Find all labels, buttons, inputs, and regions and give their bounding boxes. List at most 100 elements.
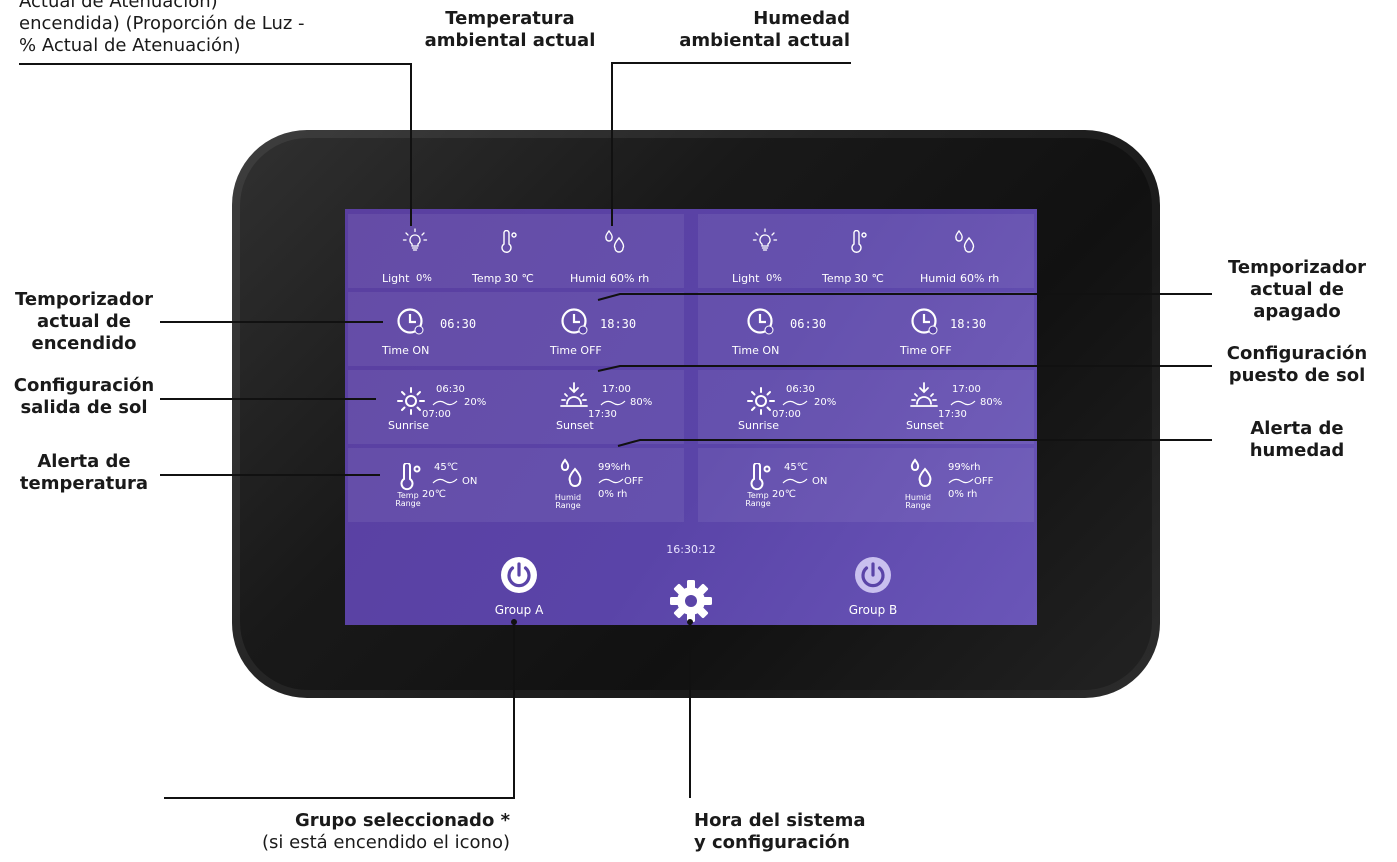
power-icon[interactable] xyxy=(499,555,539,595)
temp-title: Temperatura ambiental actual xyxy=(410,8,610,52)
sunset-label-text: Sunset xyxy=(556,419,594,432)
sunset-icon[interactable] xyxy=(908,381,940,413)
timer-on-line1: Temporizador xyxy=(15,289,153,310)
timer-row[interactable] xyxy=(348,292,684,366)
sunset-end: 17:30 xyxy=(588,409,617,420)
humid-state: OFF xyxy=(974,476,994,487)
sunset-line1: Configuración xyxy=(1226,343,1368,364)
time-on-label: Time ON xyxy=(732,344,780,357)
group-selected-line1: Grupo seleccionado * xyxy=(294,810,510,831)
temp-value: 30 ℃ xyxy=(854,272,884,285)
timer-off-line2: actual de xyxy=(1250,279,1344,300)
humid-label: Humid xyxy=(570,272,606,285)
tilde-icon xyxy=(598,478,624,484)
humid-title-line2: ambiental actual xyxy=(679,30,850,51)
humid-low: 0% rh xyxy=(598,489,628,500)
humid-range-caption: Humid Range xyxy=(552,494,584,510)
humid-alert-line2: humedad xyxy=(1249,440,1345,461)
clock-off-icon[interactable] xyxy=(560,307,590,337)
group-selected-label: Grupo seleccionado * (si está encendido … xyxy=(180,810,510,854)
sunrise-label-text: Sunrise xyxy=(388,419,430,432)
time-off-label: Time OFF xyxy=(900,344,952,357)
tilde-icon xyxy=(782,478,808,484)
timer-row[interactable] xyxy=(698,292,1034,366)
clock-on-icon[interactable] xyxy=(746,307,776,337)
top-left-note-line1: (Color del icono: Estado de luz encendid… xyxy=(19,0,218,12)
alert-row[interactable] xyxy=(698,448,1034,522)
temp-label: Temp xyxy=(822,272,852,285)
sunrise-start: 06:30 xyxy=(436,384,465,395)
temp-value: 30 ℃ xyxy=(504,272,534,285)
bulb-icon xyxy=(402,228,428,251)
leader-line-sunset xyxy=(597,365,1212,372)
time-on-value: 06:30 xyxy=(440,317,477,331)
sunset-label: Configuración puesto de sol xyxy=(1212,343,1382,387)
tilde-icon xyxy=(600,400,626,406)
temp-label: Temp xyxy=(472,272,502,285)
sunrise-pct: 20% xyxy=(814,397,837,408)
top-left-note-line2: encendida) (Proporción de Luz - xyxy=(19,13,305,34)
tilde-icon xyxy=(432,478,458,484)
system-time-line1: Hora del sistema xyxy=(694,810,866,831)
alert-row[interactable] xyxy=(348,448,684,522)
leader-line-light xyxy=(19,63,412,226)
touch-screen: Light 0% Temp 30 ℃ Humid 60% rh 06:30 Ti… xyxy=(345,209,1037,625)
thermometer-icon xyxy=(501,230,517,253)
status-row xyxy=(698,214,1034,288)
humid-title: Humedad ambiental actual xyxy=(640,8,850,52)
group-b-button[interactable]: Group B xyxy=(823,555,923,619)
thermometer-icon xyxy=(851,230,867,253)
top-left-note-line3: % Actual de Atenuación) xyxy=(19,35,241,56)
thermometer-range-icon[interactable] xyxy=(746,463,774,491)
humid-range-caption-1: Humid xyxy=(554,493,582,502)
sunrise-line2: salida de sol xyxy=(20,397,148,418)
thermometer-range-icon[interactable] xyxy=(396,463,424,491)
humid-alert-label: Alerta de humedad xyxy=(1212,418,1382,462)
temp-alert-line2: temperatura xyxy=(19,473,149,494)
humid-range-caption-1: Humid xyxy=(904,493,932,502)
settings-gear-icon[interactable] xyxy=(667,577,715,625)
temp-range-caption-1: Temp xyxy=(397,491,419,500)
leader-line-timer-off xyxy=(597,293,1212,301)
timer-on-line3: encendido xyxy=(31,333,137,354)
clock-on-icon[interactable] xyxy=(396,307,426,337)
clock-off-icon[interactable] xyxy=(910,307,940,337)
humidity-range-icon[interactable] xyxy=(558,458,588,490)
sunrise-pct: 20% xyxy=(464,397,487,408)
group-a-button[interactable]: Group A xyxy=(469,555,569,619)
sunrise-start: 06:30 xyxy=(786,384,815,395)
time-on-value: 06:30 xyxy=(790,317,827,331)
time-on-label: Time ON xyxy=(382,344,430,357)
sunset-start: 17:00 xyxy=(952,384,981,395)
temp-high: 45℃ xyxy=(784,462,808,473)
time-off-value: 18:30 xyxy=(950,317,987,331)
temp-range-caption-1: Temp xyxy=(747,491,769,500)
humid-label: Humid xyxy=(920,272,956,285)
temp-alert-label: Alerta de temperatura xyxy=(0,451,168,495)
group-a-panel: Light 0% Temp 30 ℃ Humid 60% rh 06:30 Ti… xyxy=(348,214,684,522)
group-b-panel: Light 0% Temp 30 ℃ Humid 60% rh 06:30 Ti… xyxy=(698,214,1034,522)
temp-low: 20℃ xyxy=(772,489,796,500)
humid-range-caption-2: Range xyxy=(905,501,931,510)
sunrise-icon[interactable] xyxy=(746,386,776,416)
tilde-icon xyxy=(950,400,976,406)
power-icon[interactable] xyxy=(853,555,893,595)
top-left-note: (Color del icono: Estado de luz encendid… xyxy=(19,0,359,66)
temp-title-line2: ambiental actual xyxy=(424,30,596,51)
tilde-icon xyxy=(432,400,458,406)
humid-title-line1: Humedad xyxy=(753,8,850,29)
light-label: Light xyxy=(732,272,760,285)
sunset-icon[interactable] xyxy=(558,381,590,413)
temp-range-caption-2: Range xyxy=(745,499,771,508)
humid-low: 0% rh xyxy=(948,489,978,500)
sunrise-icon[interactable] xyxy=(396,386,426,416)
leader-line-humid-alert xyxy=(617,439,1212,447)
humid-value: 60% rh xyxy=(960,272,1000,285)
tilde-icon xyxy=(948,478,974,484)
humidity-range-icon[interactable] xyxy=(908,458,938,490)
humid-range-caption: Humid Range xyxy=(902,494,934,510)
timer-off-line3: apagado xyxy=(1253,301,1341,322)
leader-line-humidity xyxy=(611,62,851,226)
bulb-icon xyxy=(752,228,778,251)
